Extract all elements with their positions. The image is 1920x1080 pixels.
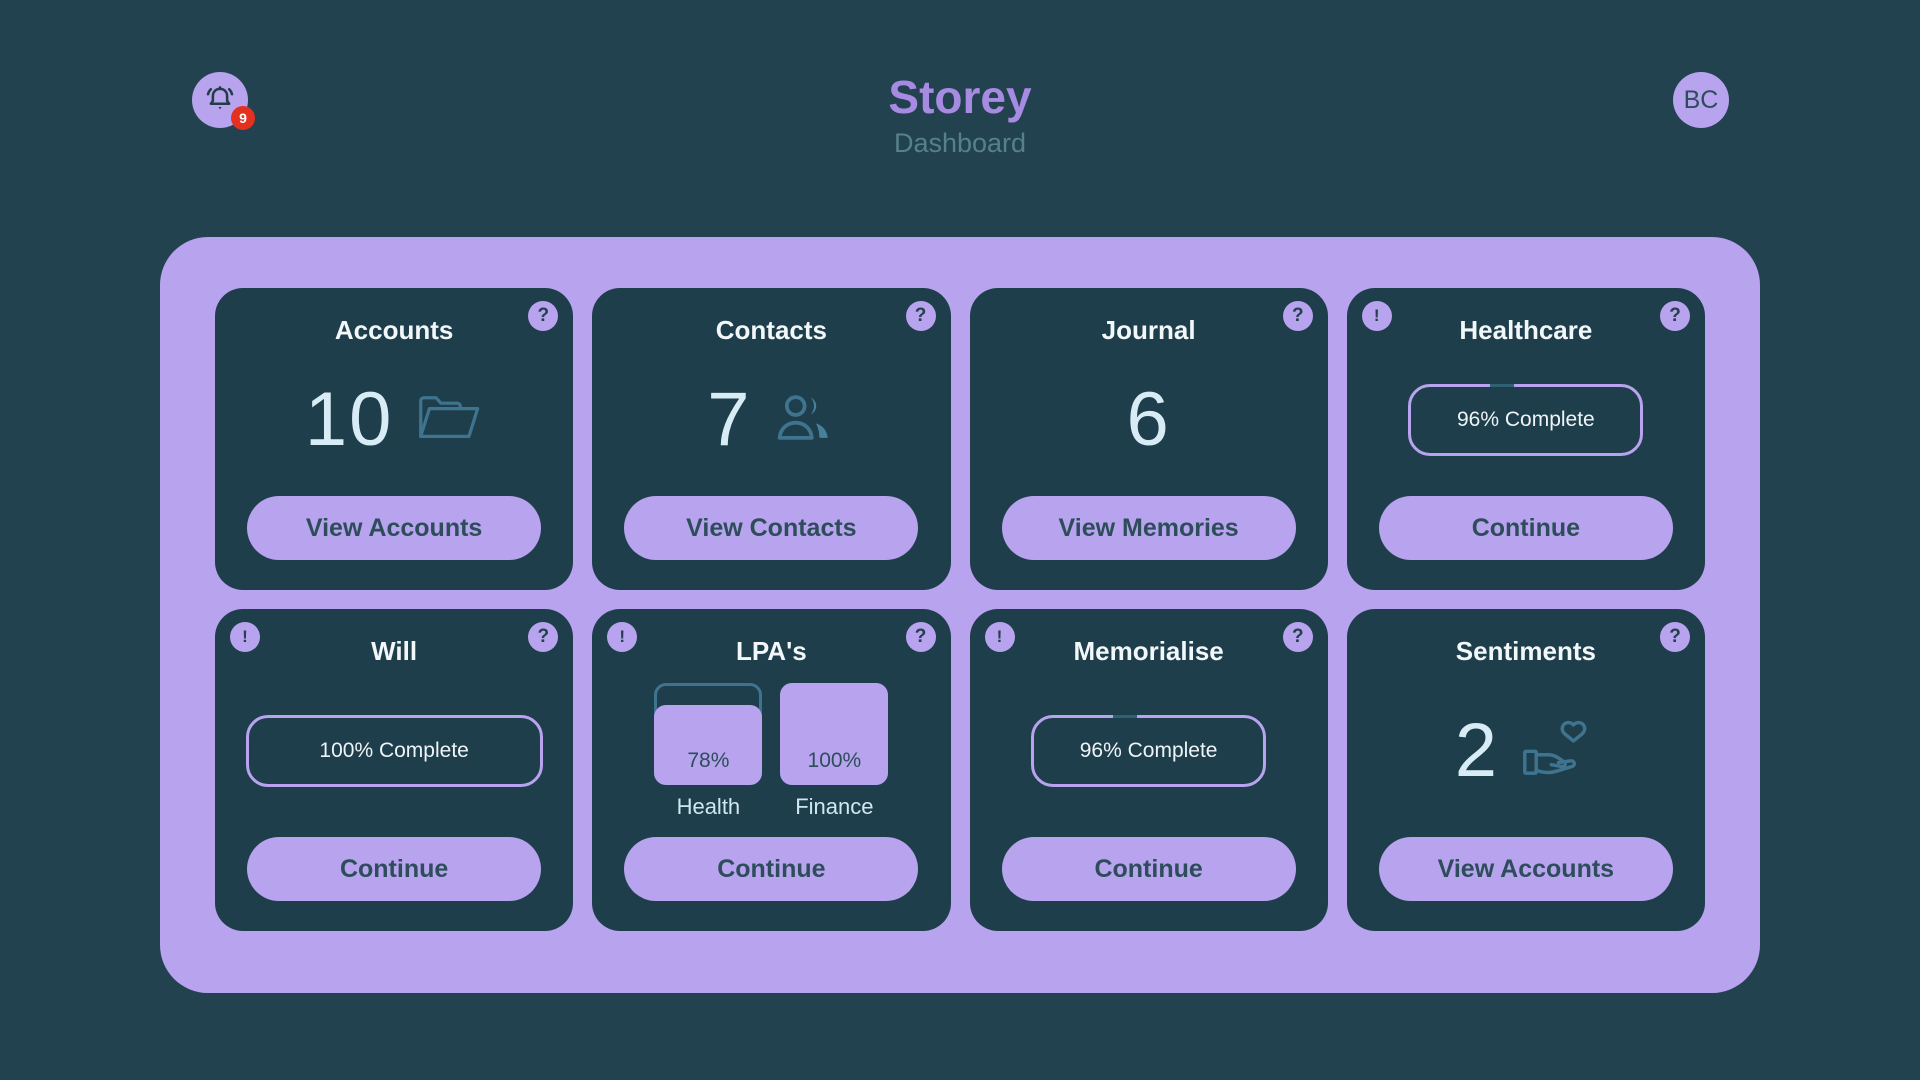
notifications-button[interactable]: 9 [192,72,255,130]
finance-bar-group: 100% Finance [780,682,889,820]
header: 9 Storey Dashboard BC [0,0,1920,200]
health-percent: 78% [687,748,730,772]
card-title: Healthcare [1459,315,1593,345]
card-title: Journal [1101,315,1196,345]
view-memories-button[interactable]: View Memories [1001,496,1296,560]
card-title: Accounts [334,315,454,345]
progress-label: 96% Complete [1079,739,1218,763]
bar-fill: 78% [654,705,763,785]
journal-count: 6 [1126,377,1171,463]
dashboard-panel: ? Accounts 10 View Accounts ? Contacts 7 [160,237,1760,993]
card-title: Contacts [715,315,827,345]
alert-icon[interactable]: ! [1361,301,1392,331]
help-icon[interactable]: ? [905,622,936,652]
healthcare-progress: 96% Complete [1408,384,1644,457]
sentiments-count: 2 [1454,708,1500,794]
app-title: Storey [888,71,1032,123]
hand-heart-icon [1521,718,1597,784]
progress-label: 96% Complete [1457,408,1595,432]
accounts-count: 10 [304,377,394,463]
progress-gap [1112,715,1137,719]
card-title: LPA's [736,636,807,666]
bar-label: Finance [795,793,874,819]
help-icon[interactable]: ? [1660,301,1690,331]
card-healthcare: ! ? Healthcare 96% Complete Continue [1346,288,1705,590]
folder-icon [415,393,483,447]
help-icon[interactable]: ? [528,301,559,331]
continue-button[interactable]: Continue [624,837,919,901]
progress-gap [1489,384,1514,388]
view-accounts-button[interactable]: View Accounts [1378,837,1673,901]
card-sentiments: ? Sentiments 2 View Accounts [1346,609,1705,931]
page-subtitle: Dashboard [893,127,1027,158]
bar-label: Health [676,793,741,819]
card-title: Sentiments [1455,636,1596,666]
view-accounts-button[interactable]: View Accounts [247,496,542,560]
help-icon[interactable]: ? [905,301,936,331]
card-accounts: ? Accounts 10 View Accounts [215,288,574,590]
continue-button[interactable]: Continue [247,837,542,901]
notification-count-badge: 9 [231,106,255,130]
help-icon[interactable]: ? [528,622,559,652]
help-icon[interactable]: ? [1282,622,1313,652]
bell-icon [205,85,235,115]
alert-icon[interactable]: ! [984,622,1015,652]
card-title: Memorialise [1073,636,1224,666]
help-icon[interactable]: ? [1660,622,1690,652]
progress-label: 100% Complete [319,739,469,763]
avatar-initials: BC [1683,85,1719,114]
health-progress-bar: 78% [654,682,763,785]
continue-button[interactable]: Continue [1378,496,1673,560]
finance-progress-bar: 100% [780,682,889,785]
continue-button[interactable]: Continue [1001,837,1296,901]
alert-icon[interactable]: ! [230,622,260,652]
will-progress: 100% Complete [245,715,543,788]
card-will: ! ? Will 100% Complete Continue [215,609,574,931]
title-block: Storey Dashboard [0,72,1920,158]
card-memorialise: ! ? Memorialise 96% Complete Continue [969,609,1328,931]
card-title: Will [371,636,418,666]
health-bar-group: 78% Health [654,682,763,820]
user-avatar[interactable]: BC [1673,72,1729,128]
bar-fill: 100% [780,682,889,785]
card-lpas: ! ? LPA's 78% Health [592,609,951,931]
contacts-count: 7 [707,377,752,463]
help-icon[interactable]: ? [1282,301,1313,331]
alert-icon[interactable]: ! [607,622,638,652]
people-icon [774,391,836,450]
card-contacts: ? Contacts 7 View Contacts [592,288,951,590]
card-journal: ? Journal 6 View Memories [969,288,1328,590]
memorialise-progress: 96% Complete [1031,715,1267,788]
finance-percent: 100% [807,748,862,772]
view-contacts-button[interactable]: View Contacts [624,496,919,560]
